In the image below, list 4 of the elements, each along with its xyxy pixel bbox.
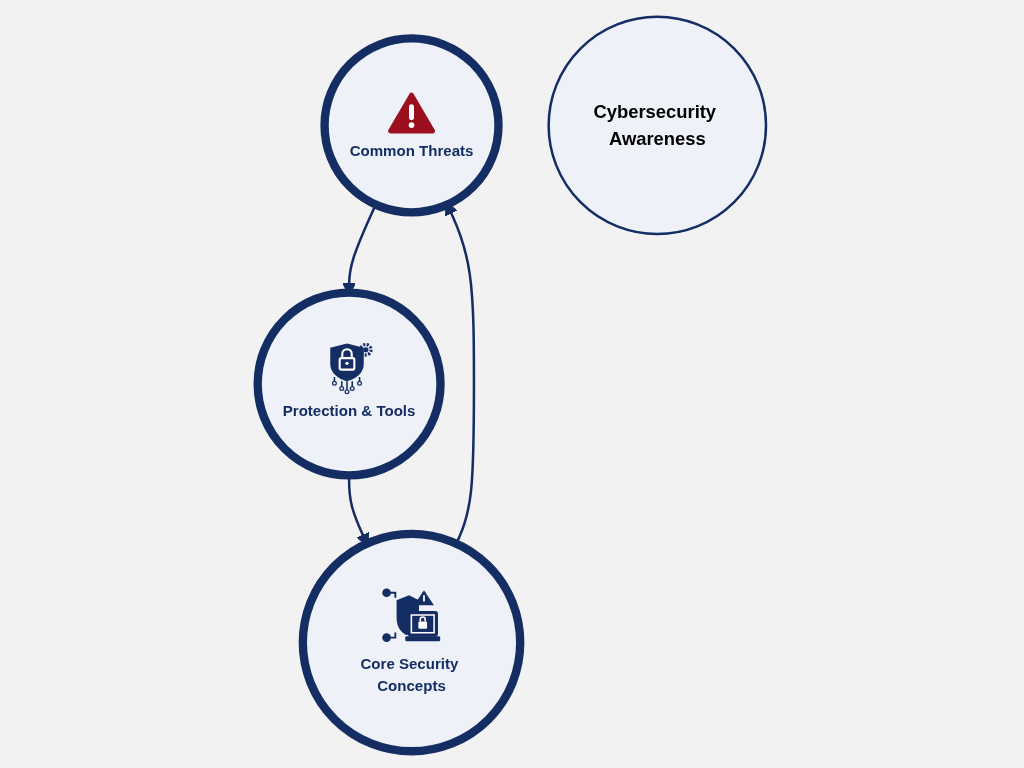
node-circle: Common Threats <box>320 34 503 217</box>
node-circle: Cybersecurity Awareness <box>547 15 768 236</box>
node-circle: Protection & Tools <box>253 288 445 480</box>
node-circle: Core Security Concepts <box>298 529 525 756</box>
